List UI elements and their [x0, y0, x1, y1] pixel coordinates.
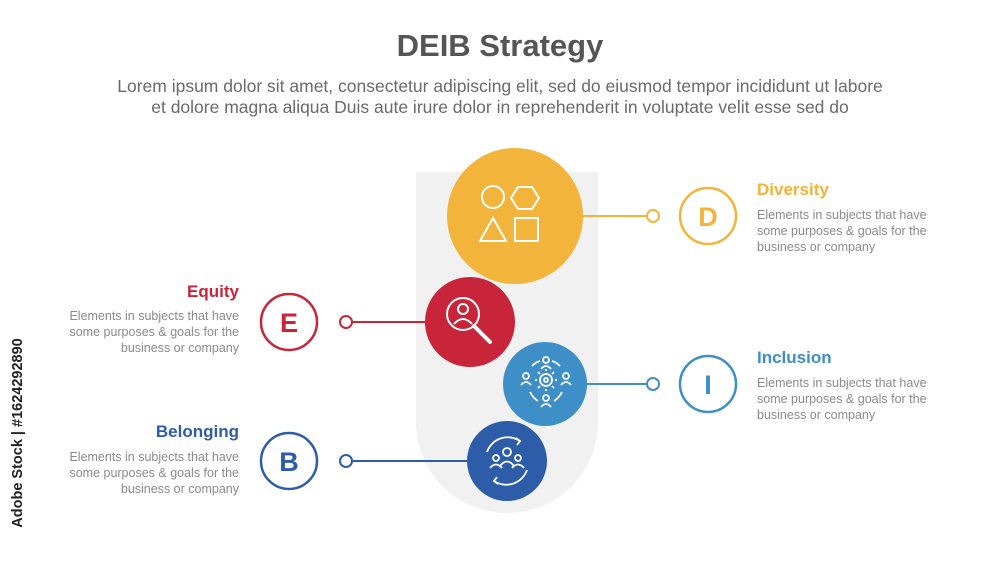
belonging-connector	[339, 454, 470, 468]
search-user-icon	[446, 297, 492, 344]
belonging-letter: B	[279, 447, 299, 477]
diversity-description: Elements in subjects that have some purp…	[757, 208, 927, 254]
belonging-letter-badge: B	[259, 431, 319, 491]
page-title: DEIB Strategy	[396, 28, 604, 63]
diversity-heading: Diversity	[757, 180, 829, 199]
inclusion-letter-badge: I	[678, 354, 738, 414]
subtitle: Lorem ipsum dolor sit amet, consectetur …	[40, 76, 960, 118]
diversity-letter: D	[698, 202, 718, 232]
inclusion-circle	[503, 342, 587, 426]
diversity-connector	[572, 209, 660, 223]
subtitle-line-2: et dolore magna aliqua Duis aute irure d…	[151, 97, 849, 117]
diversity-letter-badge: D	[678, 186, 738, 246]
belonging-description: Elements in subjects that have some purp…	[69, 450, 239, 496]
equity-heading: Equity	[187, 282, 239, 301]
equity-letter-badge: E	[259, 292, 319, 352]
inclusion-heading: Inclusion	[757, 348, 832, 367]
equity-connector	[339, 315, 430, 329]
inclusion-description: Elements in subjects that have some purp…	[757, 376, 927, 422]
shapes-icon	[478, 185, 541, 242]
belonging-heading: Belonging	[155, 422, 239, 441]
inclusion-letter: I	[704, 370, 712, 400]
subtitle-line-1: Lorem ipsum dolor sit amet, consectetur …	[117, 76, 883, 96]
group-cycle-icon	[486, 436, 528, 486]
team-gear-icon	[520, 356, 572, 408]
equity-description: Elements in subjects that have some purp…	[69, 309, 239, 355]
equity-letter: E	[280, 308, 298, 338]
inclusion-connector	[585, 377, 660, 391]
diversity-circle	[447, 148, 583, 284]
